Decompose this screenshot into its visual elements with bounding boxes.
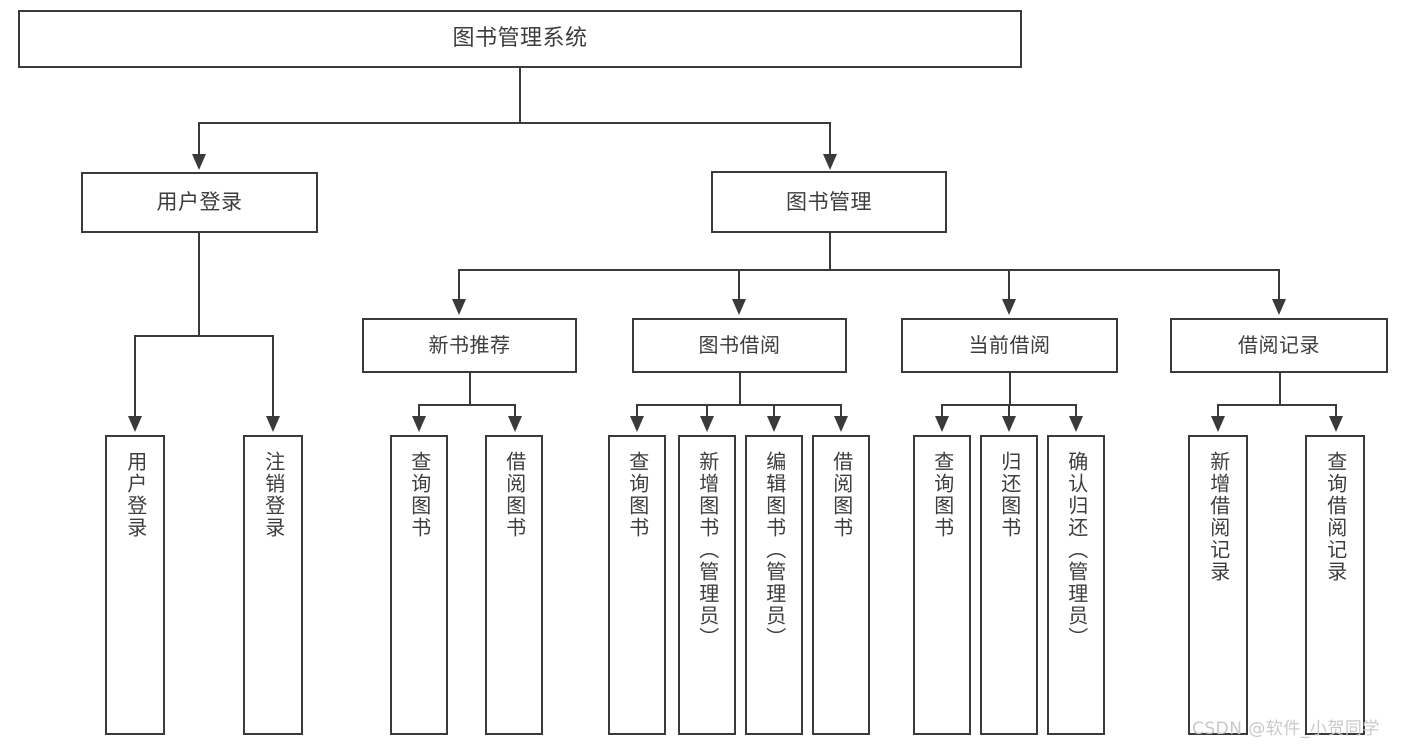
node-leaf-query-record-label: 查询借阅记录 [1323, 451, 1348, 583]
arrow-bb-to-leaf3 [767, 416, 781, 432]
connector-bm-to-book-borrow [738, 269, 740, 301]
connector-root-bar [198, 122, 830, 124]
connector-borrow-record-bar [1217, 404, 1337, 406]
arrow-bm-to-book-borrow [732, 299, 746, 315]
node-leaf-return-book[interactable]: 归还图书 [980, 435, 1038, 735]
arrow-bm-to-new-book [452, 299, 466, 315]
node-root-label: 图书管理系统 [452, 26, 588, 52]
node-leaf-add-book[interactable]: 新增图书（管理员） [678, 435, 736, 735]
connector-new-book-stem [469, 373, 471, 405]
arrow-bb-to-leaf2 [700, 416, 714, 432]
arrow-root-to-user-login [192, 154, 206, 170]
connector-cb-to-leaf3 [1075, 404, 1077, 418]
node-leaf-borrow-book-1-label: 借阅图书 [502, 451, 527, 539]
connector-root-stem [519, 68, 521, 124]
node-book-management[interactable]: 图书管理 [711, 171, 947, 233]
arrow-nb-to-leaf2 [508, 416, 522, 432]
connector-root-to-book-management [829, 122, 831, 158]
node-leaf-query-book-2[interactable]: 查询图书 [608, 435, 666, 735]
node-leaf-query-book-1-label: 查询图书 [407, 451, 432, 539]
node-borrow-record[interactable]: 借阅记录 [1170, 318, 1388, 373]
node-current-borrow-label: 当前借阅 [968, 333, 1051, 357]
node-book-borrow-label: 图书借阅 [698, 333, 781, 357]
connector-book-management-stem [829, 233, 831, 271]
node-leaf-edit-book-label: 编辑图书（管理员） [762, 451, 787, 649]
connector-book-borrow-bar [636, 404, 841, 406]
arrow-cb-to-leaf3 [1069, 416, 1083, 432]
connector-bb-to-leaf4 [840, 404, 842, 418]
connector-nb-to-leaf2 [514, 404, 516, 418]
arrow-user-login-to-leaf2 [266, 416, 280, 432]
node-leaf-add-record[interactable]: 新增借阅记录 [1188, 435, 1248, 735]
node-leaf-query-book-1[interactable]: 查询图书 [390, 435, 448, 735]
node-leaf-user-login-label: 用户登录 [123, 451, 148, 539]
node-leaf-borrow-book-1[interactable]: 借阅图书 [485, 435, 543, 735]
node-leaf-confirm-return[interactable]: 确认归还（管理员） [1047, 435, 1105, 735]
node-root[interactable]: 图书管理系统 [18, 10, 1022, 68]
connector-cb-to-leaf1 [941, 404, 943, 418]
node-leaf-user-login[interactable]: 用户登录 [105, 435, 165, 735]
connector-book-borrow-stem [739, 373, 741, 405]
node-current-borrow[interactable]: 当前借阅 [901, 318, 1118, 373]
connector-bb-to-leaf2 [706, 404, 708, 418]
arrow-cb-to-leaf2 [1002, 416, 1016, 432]
connector-user-login-to-leaf2 [272, 335, 274, 419]
arrow-bb-to-leaf1 [630, 416, 644, 432]
node-leaf-return-book-label: 归还图书 [997, 451, 1022, 539]
connector-root-to-user-login [198, 122, 200, 158]
connector-br-to-leaf2 [1335, 404, 1337, 418]
connector-book-management-bar [458, 269, 1280, 271]
arrow-cb-to-leaf1 [935, 416, 949, 432]
node-user-login-label: 用户登录 [156, 190, 243, 215]
arrow-br-to-leaf1 [1211, 416, 1225, 432]
node-leaf-logout-login-label: 注销登录 [261, 451, 286, 539]
arrow-root-to-book-management [823, 154, 837, 170]
node-new-book-recommend[interactable]: 新书推荐 [362, 318, 577, 373]
connector-bb-to-leaf3 [773, 404, 775, 418]
node-user-login[interactable]: 用户登录 [81, 172, 318, 233]
node-leaf-query-book-2-label: 查询图书 [625, 451, 650, 539]
connector-user-login-to-leaf1 [134, 335, 136, 419]
node-leaf-query-book-3-label: 查询图书 [930, 451, 955, 539]
arrow-user-login-to-leaf1 [128, 416, 142, 432]
node-new-book-recommend-label: 新书推荐 [428, 333, 511, 357]
node-leaf-logout-login[interactable]: 注销登录 [243, 435, 303, 735]
connector-nb-to-leaf1 [418, 404, 420, 418]
node-leaf-add-record-label: 新增借阅记录 [1206, 451, 1231, 583]
node-leaf-add-book-label: 新增图书（管理员） [695, 451, 720, 649]
node-leaf-query-record[interactable]: 查询借阅记录 [1305, 435, 1365, 735]
node-book-borrow[interactable]: 图书借阅 [632, 318, 847, 373]
connector-user-login-stem [198, 233, 200, 336]
connector-bb-to-leaf1 [636, 404, 638, 418]
arrow-bm-to-current-borrow [1002, 299, 1016, 315]
node-leaf-edit-book[interactable]: 编辑图书（管理员） [745, 435, 803, 735]
connector-bm-to-borrow-record [1278, 269, 1280, 301]
arrow-nb-to-leaf1 [412, 416, 426, 432]
connector-new-book-bar [418, 404, 516, 406]
node-leaf-borrow-book-2-label: 借阅图书 [829, 451, 854, 539]
arrow-bm-to-borrow-record [1272, 299, 1286, 315]
connector-bm-to-current-borrow [1008, 269, 1010, 301]
connector-cb-to-leaf2 [1008, 404, 1010, 418]
node-borrow-record-label: 借阅记录 [1238, 333, 1320, 357]
connector-br-to-leaf1 [1217, 404, 1219, 418]
connector-current-borrow-stem [1009, 373, 1011, 405]
csdn-watermark: CSDN @软件_小贺同学 [1192, 719, 1380, 739]
connector-user-login-bar [134, 335, 272, 337]
arrow-bb-to-leaf4 [834, 416, 848, 432]
node-leaf-confirm-return-label: 确认归还（管理员） [1064, 451, 1089, 649]
node-leaf-query-book-3[interactable]: 查询图书 [913, 435, 971, 735]
node-leaf-borrow-book-2[interactable]: 借阅图书 [812, 435, 870, 735]
arrow-br-to-leaf2 [1329, 416, 1343, 432]
connector-bm-to-new-book [458, 269, 460, 301]
node-book-management-label: 图书管理 [786, 189, 872, 214]
connector-borrow-record-stem [1279, 373, 1281, 405]
